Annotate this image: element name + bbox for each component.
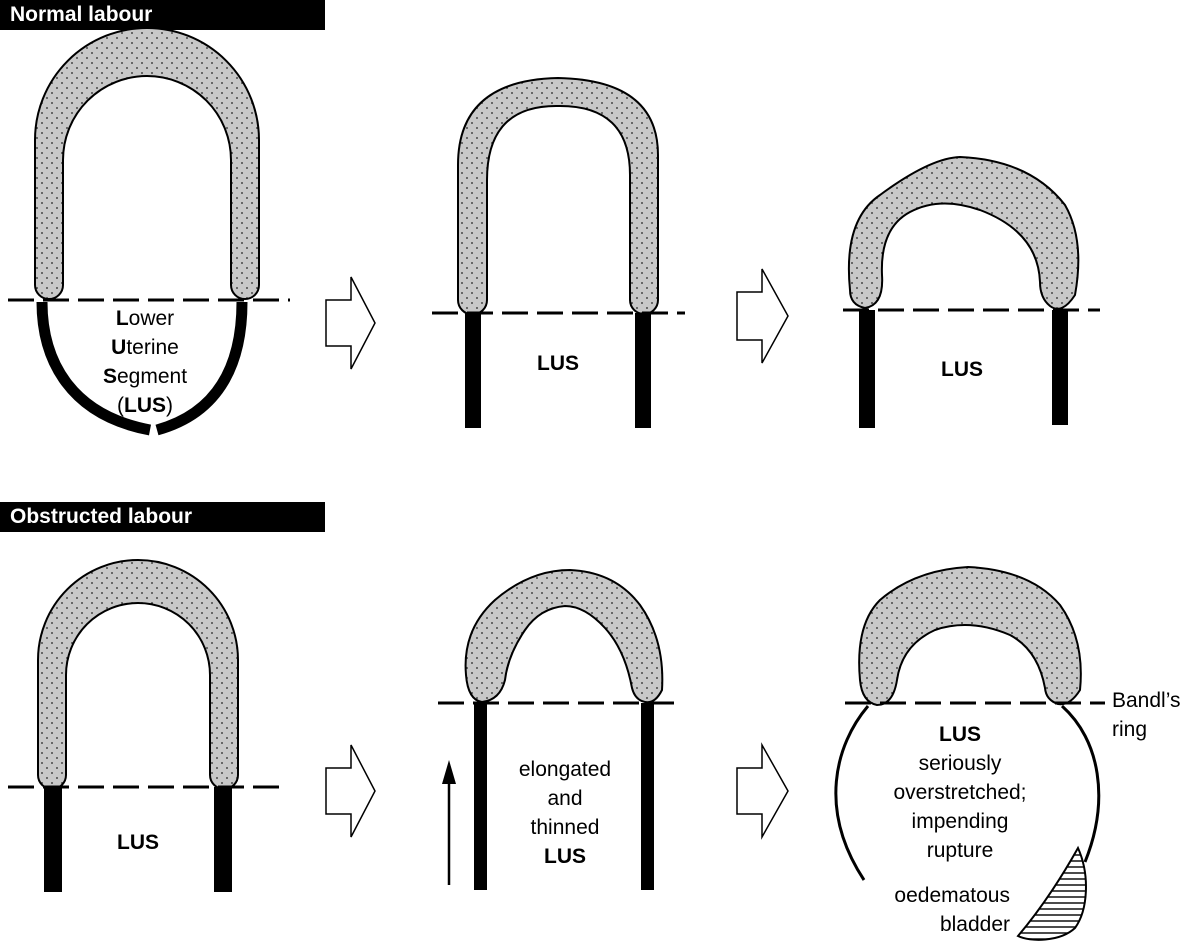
lus-left-wall [834,705,870,881]
lus-left-wall [44,787,62,892]
obstructed-uterus-1 [8,559,280,892]
oedematous-bladder-label: oedematous bladder [894,884,1010,936]
progression-arrow-icon [736,742,789,840]
obstructed-uterus-3 [834,565,1105,941]
up-arrow-icon [442,760,456,784]
section-header-obstructed-labour: Obstructed labour [0,502,325,532]
normal-uterus-3 [843,155,1100,428]
lus-left-wall [859,310,875,428]
overstretched-lus-label: LUS seriously overstretched; impending r… [893,723,1027,862]
normal-uterus-1 [8,27,290,436]
normal-uterus-2 [432,76,685,428]
lus-left-wall [465,313,481,428]
upper-segment-muscle [847,155,1080,310]
progression-arrow-icon [325,276,376,370]
lus-right-wall [1052,310,1068,425]
oedematous-bladder [1016,845,1087,941]
lus-label: LUS [537,352,579,375]
bandls-ring-label: Bandl’s ring [1112,689,1181,741]
lus-right-wall [214,787,232,892]
lus-right-wall [635,313,651,428]
progression-arrow-icon [325,744,376,838]
upper-segment-muscle [464,568,664,704]
lus-right-wall [155,301,248,436]
lus-label: LUS [117,831,159,854]
elongated-lus-label: elongated and thinned LUS [518,758,612,868]
lus-label: LUS [941,358,983,381]
upper-segment-muscle [34,27,260,300]
upper-segment-muscle [858,565,1082,707]
lus-left-wall [36,301,152,436]
lus-right-wall [1060,704,1101,863]
obstructed-uterus-2 [438,568,678,890]
progression-arrow-icon [736,268,789,364]
lus-left-wall [474,703,487,890]
section-header-normal-labour: Normal labour [0,0,325,30]
lus-right-wall [641,703,654,890]
upper-segment-muscle [37,559,239,790]
upper-segment-muscle [457,76,659,316]
lus-full-name-label: Lower Uterine Segment (LUS) [102,307,188,417]
